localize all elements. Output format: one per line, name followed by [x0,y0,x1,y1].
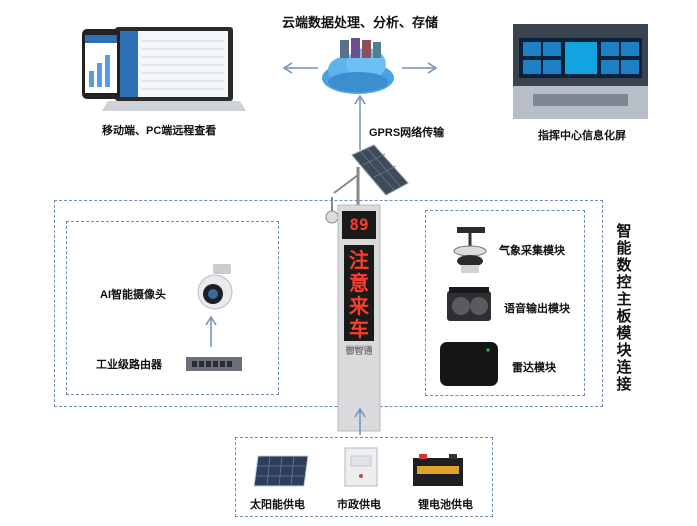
weather-module-label: 气象采集模块 [499,245,565,257]
solar-panel-pole-icon [325,144,409,224]
arrow-router-to-camera [205,315,217,347]
command-center-screen-icon [513,24,648,119]
grid-power-box-icon [344,447,378,487]
cloud-server-icon [322,38,394,94]
led-warning-text: 注意来车 [349,250,369,341]
device-outer-frame [54,200,603,407]
radar-module-icon [440,342,498,386]
mobile-pc-label: 移动端、PC端远程查看 [102,125,217,137]
arrow-cloud-to-screen [402,62,438,74]
laptop-phone-icon [82,27,246,111]
vertical-board-label: 智能数控主板模块连接 [616,223,632,393]
led-speed-number: 89 [349,215,369,234]
arrow-cloud-to-mobile [282,62,318,74]
cloud-title: 云端数据处理、分析、存储 [282,15,439,30]
solar-panel-icon [253,455,309,487]
weather-module-icon [453,227,487,273]
ai-camera-label: AI智能摄像头 [100,289,166,301]
radar-module-label: 雷达模块 [512,362,556,374]
solar-power-label: 太阳能供电 [250,499,305,511]
led-sign-pole-icon [337,204,381,432]
arrow-gprs-up [354,94,366,150]
battery-icon [413,454,463,486]
gprs-label: GPRS网络传输 [369,127,445,139]
router-icon [186,357,242,371]
voice-module-icon [447,287,491,321]
battery-power-label: 锂电池供电 [418,499,473,511]
ai-camera-icon [197,264,233,310]
router-label: 工业级路由器 [96,359,162,371]
arrow-power-up [354,407,366,435]
sign-brand: 御智通 [345,346,373,356]
voice-module-label: 语音输出模块 [504,303,570,315]
command-center-label: 指挥中心信息化屏 [538,130,626,142]
grid-power-label: 市政供电 [337,499,381,511]
left-module-frame [66,221,279,395]
right-module-frame [425,210,585,396]
power-frame [235,437,493,517]
